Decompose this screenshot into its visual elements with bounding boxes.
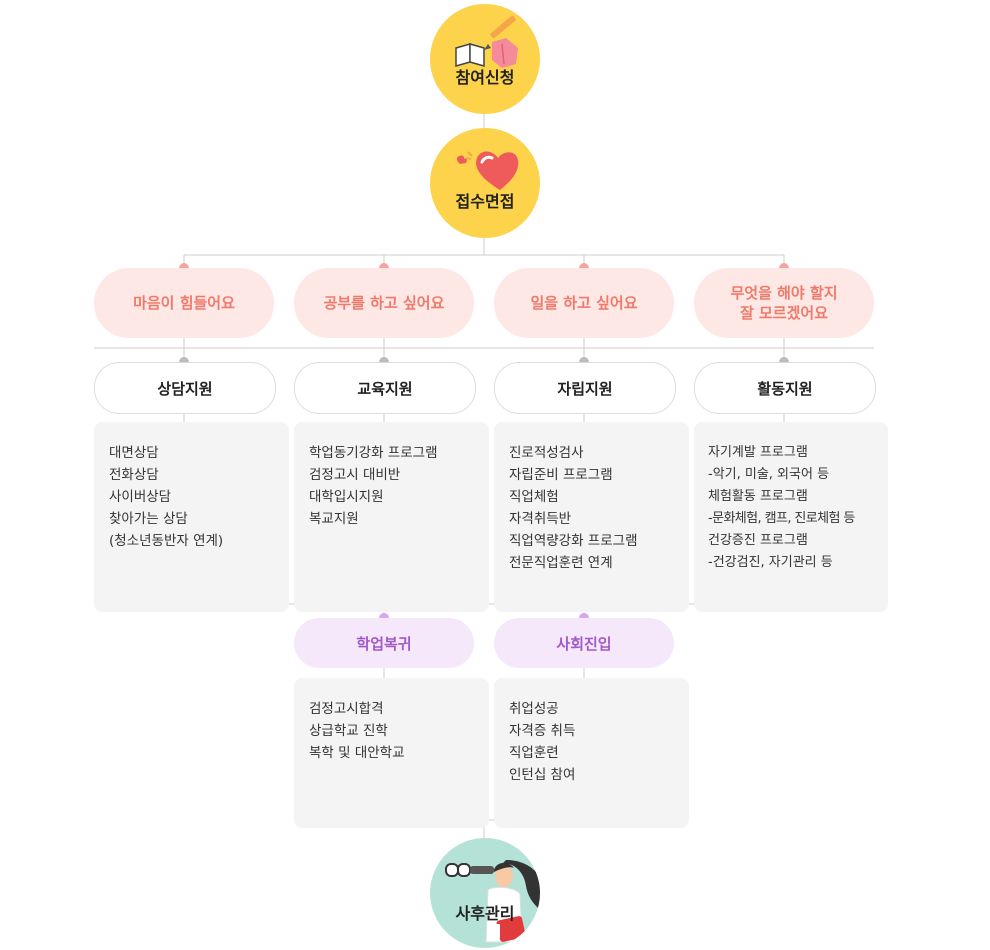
binoculars-girl-icon — [445, 860, 540, 943]
follow-up-step: 사후관리 — [430, 838, 540, 948]
card-item: 대학입시지원 — [309, 489, 384, 505]
card-item: 직업역량강화 프로그램 — [509, 533, 638, 549]
card-item: 직업훈련 — [509, 745, 559, 761]
education-items-card: 학업동기강화 프로그램 검정고시 대비반 대학입시지원 복교지원 — [294, 422, 489, 612]
card-item: 자격취득반 — [509, 511, 572, 527]
support-label: 상담지원 — [157, 379, 213, 398]
card-item: 체험활동 프로그램 — [708, 489, 808, 504]
support-activity: 활동지원 — [694, 362, 876, 414]
card-item: -문화체험, 캠프, 진로체험 등 — [708, 511, 855, 526]
card-item: 학업동기강화 프로그램 — [309, 445, 438, 461]
activity-items-card: 자기계발 프로그램 -악기, 미술, 외국어 등 체험활동 프로그램 -문화체험… — [694, 422, 888, 612]
need-label-line-2: 잘 모르겠어요 — [739, 304, 829, 322]
card-item: 검정고시합격 — [309, 701, 384, 717]
card-item: (청소년동반자 연계) — [109, 533, 224, 549]
outcome-social-entry: 사회진입 — [494, 618, 674, 668]
card-item: 사이버상담 — [109, 489, 172, 505]
follow-up-label: 사후관리 — [455, 904, 515, 923]
apply-step: 참여신청 — [430, 4, 540, 114]
book-pencil-icon — [455, 15, 518, 68]
intake-interview-step: 접수면접 — [430, 128, 540, 238]
need-study: 공부를 하고 싶어요 — [294, 268, 474, 338]
card-item: 복교지원 — [309, 511, 359, 527]
card-item: 자격증 취득 — [509, 723, 576, 739]
return-to-school-items-card: 검정고시합격 상급학교 진학 복학 및 대안학교 — [294, 678, 489, 828]
card-item: 찾아가는 상담 — [109, 511, 188, 527]
card-item: -건강검진, 자기관리 등 — [708, 555, 833, 570]
need-label-line-1: 무엇을 해야 할지 — [730, 284, 838, 302]
card-item: 전화상담 — [109, 467, 159, 483]
card-item: 직업체험 — [509, 489, 559, 505]
need-label: 공부를 하고 싶어요 — [323, 294, 445, 312]
card-item: 자립준비 프로그램 — [509, 467, 613, 483]
outcome-return-to-school: 학업복귀 — [294, 618, 474, 668]
need-undecided: 무엇을 해야 할지 잘 모르겠어요 — [694, 268, 874, 338]
card-item: 대면상담 — [109, 445, 159, 461]
support-independence: 자립지원 — [494, 362, 676, 414]
card-item: 복학 및 대안학교 — [309, 745, 405, 761]
support-label: 자립지원 — [557, 379, 613, 398]
apply-step-label: 참여신청 — [455, 68, 515, 87]
card-item: -악기, 미술, 외국어 등 — [708, 467, 830, 482]
support-label: 활동지원 — [757, 379, 813, 398]
support-counseling: 상담지원 — [94, 362, 276, 414]
card-item: 전문직업훈련 연계 — [509, 555, 613, 571]
card-item: 진로적성검사 — [509, 445, 584, 461]
card-item: 건강증진 프로그램 — [708, 533, 808, 548]
card-item: 취업성공 — [509, 701, 559, 717]
outcome-label: 사회진입 — [556, 634, 612, 653]
support-education: 교육지원 — [294, 362, 476, 414]
card-item: 상급학교 진학 — [309, 723, 388, 739]
counseling-items-card: 대면상담 전화상담 사이버상담 찾아가는 상담 (청소년동반자 연계) — [94, 422, 289, 612]
card-item: 인턴십 참여 — [509, 767, 576, 783]
need-work: 일을 하고 싶어요 — [494, 268, 674, 338]
intake-interview-label: 접수면접 — [455, 192, 515, 211]
card-item: 자기계발 프로그램 — [708, 445, 808, 460]
support-label: 교육지원 — [357, 379, 413, 398]
heart-icon — [457, 151, 519, 190]
need-emotional: 마음이 힘들어요 — [94, 268, 274, 338]
need-label: 일을 하고 싶어요 — [530, 294, 638, 312]
independence-items-card: 진로적성검사 자립준비 프로그램 직업체험 자격취득반 직업역량강화 프로그램 … — [494, 422, 689, 612]
card-item: 검정고시 대비반 — [309, 467, 401, 483]
outcome-label: 학업복귀 — [356, 634, 412, 653]
social-entry-items-card: 취업성공 자격증 취득 직업훈련 인턴십 참여 — [494, 678, 689, 828]
need-label: 마음이 힘들어요 — [133, 294, 235, 312]
